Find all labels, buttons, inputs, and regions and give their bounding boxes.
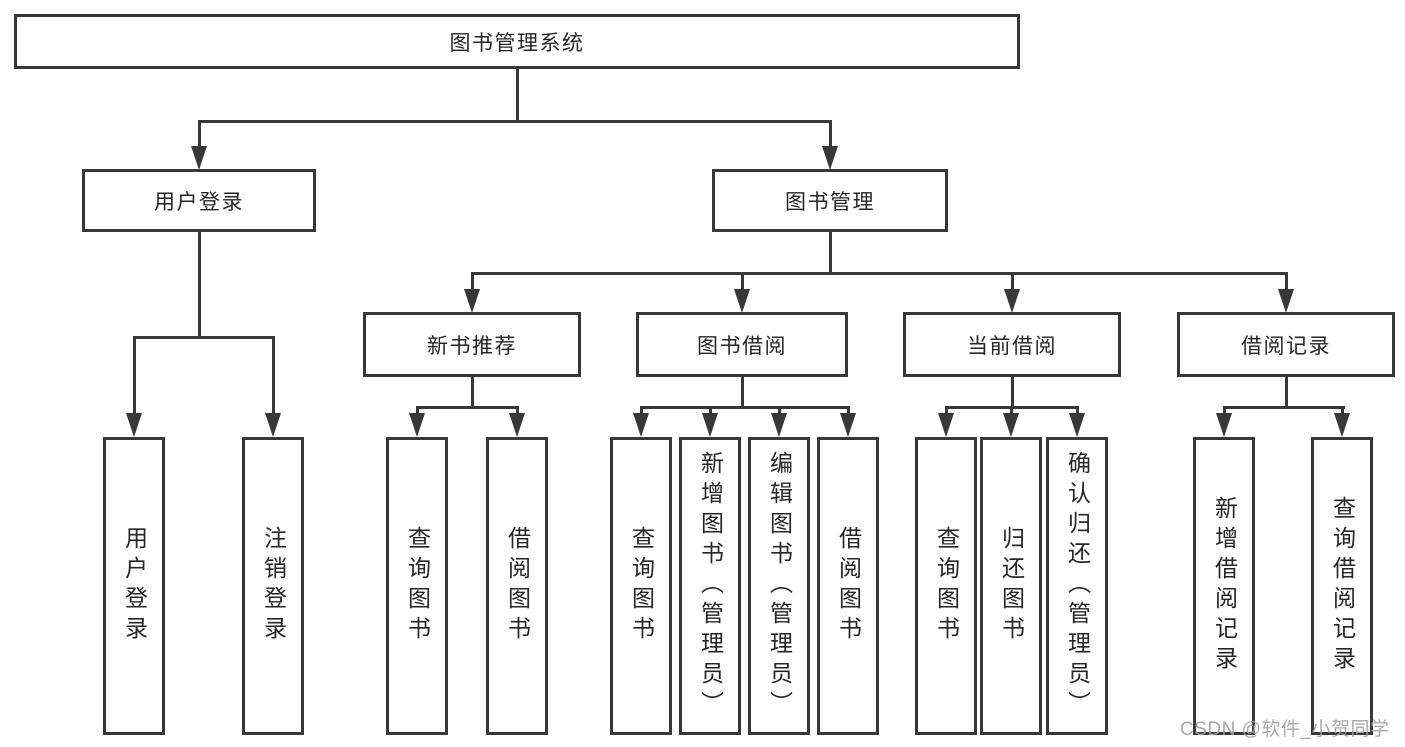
node-user-login: 用户登录 xyxy=(82,169,316,232)
arrow-down-icon xyxy=(1003,413,1019,437)
connector-line xyxy=(1010,272,1014,291)
arrow-down-icon xyxy=(734,289,750,313)
arrow-down-icon xyxy=(840,413,856,437)
node-leaf-add-books-admin: 新增图书（管理员） xyxy=(679,437,741,735)
node-label: 用户登录 xyxy=(121,526,148,646)
arrow-down-icon xyxy=(126,413,142,437)
arrow-down-icon xyxy=(1334,413,1350,437)
node-label: 图书管理 xyxy=(785,190,875,214)
connector-line xyxy=(415,406,419,415)
connector-line xyxy=(271,336,275,415)
connector-line xyxy=(846,406,850,415)
connector-line xyxy=(639,406,850,409)
arrow-down-icon xyxy=(509,413,525,437)
connector-line xyxy=(515,406,519,415)
node-label: 归还图书 xyxy=(998,526,1025,646)
connector-line xyxy=(197,120,832,123)
arrow-down-icon xyxy=(191,146,207,170)
connector-line xyxy=(197,120,201,149)
arrow-down-icon xyxy=(938,413,954,437)
arrow-down-icon xyxy=(822,146,838,170)
connector-line xyxy=(515,69,519,120)
arrow-down-icon xyxy=(265,413,281,437)
node-borrow-records: 借阅记录 xyxy=(1177,312,1395,377)
node-label: 查询图书 xyxy=(404,526,431,646)
node-leaf-return-books: 归还图书 xyxy=(980,437,1042,735)
node-label: 图书借阅 xyxy=(697,334,787,358)
arrow-down-icon xyxy=(702,413,718,437)
node-label: 借阅图书 xyxy=(504,526,531,646)
node-label: 借阅记录 xyxy=(1241,334,1331,358)
connector-line xyxy=(740,272,744,291)
arrow-down-icon xyxy=(464,289,480,313)
node-label: 查询图书 xyxy=(933,526,960,646)
connector-line xyxy=(1284,272,1288,291)
connector-line xyxy=(1340,406,1344,415)
arrow-down-icon xyxy=(1216,413,1232,437)
node-leaf-borrow-books: 借阅图书 xyxy=(817,437,879,735)
connector-line xyxy=(708,406,712,415)
node-label: 图书管理系统 xyxy=(449,31,585,55)
connector-line xyxy=(944,406,948,415)
node-label: 借阅图书 xyxy=(835,526,862,646)
arrow-down-icon xyxy=(633,413,649,437)
node-leaf-query-borrow-record: 查询借阅记录 xyxy=(1311,437,1373,735)
connector-line xyxy=(470,377,474,406)
connector-line xyxy=(639,406,643,415)
connector-line xyxy=(132,336,275,339)
connector-line xyxy=(1075,406,1079,415)
node-library-management-system: 图书管理系统 xyxy=(14,14,1020,69)
node-label: 用户登录 xyxy=(154,190,244,214)
node-leaf-edit-books-admin: 编辑图书（管理员） xyxy=(748,437,810,735)
connector-line xyxy=(470,272,474,291)
node-leaf-query-books: 查询图书 xyxy=(386,437,448,735)
node-new-book-recommend: 新书推荐 xyxy=(363,312,581,377)
connector-line xyxy=(1009,406,1013,415)
node-leaf-logout: 注销登录 xyxy=(242,437,304,735)
arrow-down-icon xyxy=(771,413,787,437)
connector-line xyxy=(1284,377,1288,406)
node-label: 新增借阅记录 xyxy=(1211,496,1238,676)
node-leaf-borrow-books: 借阅图书 xyxy=(486,437,548,735)
connector-line xyxy=(828,120,832,149)
arrow-down-icon xyxy=(1278,289,1294,313)
connector-line xyxy=(1010,377,1014,406)
connector-line xyxy=(777,406,781,415)
csdn-watermark: CSDN @软件_小贺同学 xyxy=(1180,719,1390,740)
node-label: 当前借阅 xyxy=(967,334,1057,358)
connector-line xyxy=(415,406,519,409)
connector-line xyxy=(470,272,1288,275)
connector-line xyxy=(1222,406,1345,409)
node-label: 查询借阅记录 xyxy=(1329,496,1356,676)
node-book-borrow: 图书借阅 xyxy=(636,312,848,377)
node-leaf-user-login: 用户登录 xyxy=(103,437,165,735)
node-label: 查询图书 xyxy=(628,526,655,646)
connector-line xyxy=(1222,406,1226,415)
node-label: 新书推荐 xyxy=(427,334,517,358)
connector-line xyxy=(132,336,136,415)
node-label: 新增图书（管理员） xyxy=(697,451,724,721)
node-label: 注销登录 xyxy=(260,526,287,646)
node-book-management: 图书管理 xyxy=(712,169,948,232)
node-label: 确认归还（管理员） xyxy=(1064,451,1091,721)
arrow-down-icon xyxy=(409,413,425,437)
arrow-down-icon xyxy=(1004,289,1020,313)
node-current-borrow: 当前借阅 xyxy=(903,312,1121,377)
arrow-down-icon xyxy=(1069,413,1085,437)
connector-line xyxy=(828,232,832,272)
node-label: 编辑图书（管理员） xyxy=(766,451,793,721)
node-leaf-query-books: 查询图书 xyxy=(610,437,672,735)
connector-line xyxy=(197,232,201,336)
node-leaf-add-borrow-record: 新增借阅记录 xyxy=(1193,437,1255,735)
connector-line xyxy=(740,377,744,406)
node-leaf-confirm-return-admin: 确认归还（管理员） xyxy=(1046,437,1108,735)
node-leaf-query-books: 查询图书 xyxy=(915,437,977,735)
